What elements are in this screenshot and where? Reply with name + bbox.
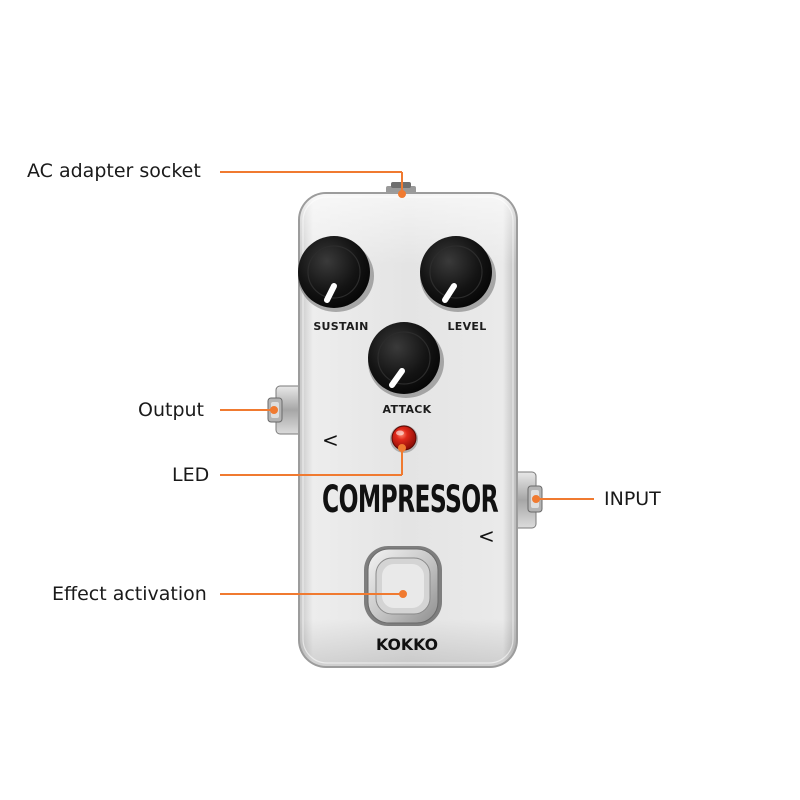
brand-logo: KOKKO xyxy=(376,635,438,654)
sustain-knob-pointer xyxy=(324,283,337,303)
level-label: LEVEL xyxy=(447,320,486,333)
effect-activation-callout: Effect activation xyxy=(52,583,207,605)
callout-lines xyxy=(220,171,594,598)
led-indicator-icon xyxy=(390,425,418,453)
sustain-knob[interactable] xyxy=(298,236,374,312)
output-callout: Output xyxy=(138,399,204,421)
input-callout: INPUT xyxy=(604,488,661,510)
sustain-label: SUSTAIN xyxy=(313,320,368,333)
attack-knob[interactable] xyxy=(368,322,444,398)
level-knob-pointer xyxy=(442,283,457,303)
footswitch-icon[interactable] xyxy=(364,546,442,626)
ac-adapter-callout: AC adapter socket xyxy=(27,160,201,182)
led-callout: LED xyxy=(172,464,210,486)
attack-label: ATTACK xyxy=(383,403,432,416)
output-arrow: < xyxy=(322,428,339,452)
input-arrow: < xyxy=(478,524,495,548)
level-knob[interactable] xyxy=(420,236,496,312)
pedal-title: COMPRESSOR xyxy=(322,478,498,521)
attack-knob-pointer xyxy=(389,368,405,388)
